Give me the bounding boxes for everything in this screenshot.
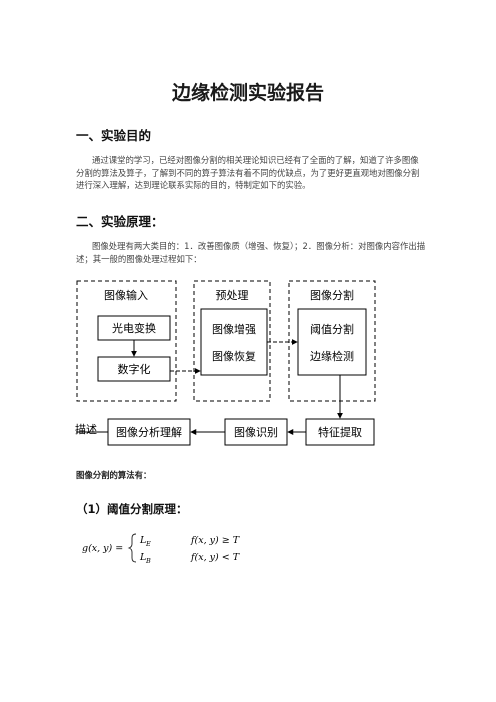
section-heading-purpose: 一、实验目的 [76,128,152,143]
box-segmentation [297,308,367,376]
formula-case2-sub: B [145,557,151,565]
box-digitize [97,356,171,382]
box-restore-label: 图像恢复 [212,349,256,363]
group-input-frame [76,280,177,402]
box-preprocess [200,308,268,376]
box-recognition-label: 图像识别 [234,426,278,439]
formula-case2-value: L [139,552,146,563]
section-heading-principle: 二、实验原理： [76,214,164,229]
purpose-paragraph: 通过课堂的学习，已经对图像分割的相关理论知识已经有了全面的了解，知道了许多图像分… [76,154,426,192]
box-threshold-label: 阈值分割 [310,322,354,336]
box-feature [305,418,375,446]
subsection-heading-threshold: （1）阈值分割原理： [76,502,188,516]
box-understanding [107,418,191,446]
box-understanding-label: 图像分析理解 [116,425,182,439]
group-preprocess-frame [193,280,271,402]
principle-paragraph-text: 图像处理有两大类目的：1．改善图像质（增强、恢复）；2．图像分析：对图像内容作出… [76,241,426,264]
formula-case1-cond: f(x, y) ≥ T [190,535,240,546]
algorithms-label: 图像分割的算法有： [76,470,152,480]
group-input-label: 图像输入 [104,288,148,302]
group-preprocess-label: 预处理 [216,289,249,302]
box-enhance-label: 图像增强 [212,322,256,336]
box-photoelectric [97,315,171,341]
purpose-paragraph-text: 通过课堂的学习，已经对图像分割的相关理论知识已经有了全面的了解，知道了许多图像分… [76,155,420,190]
formula-case1-sub: E [145,540,151,548]
formula-case1-value: L [139,535,146,546]
box-feature-label: 特征提取 [318,425,362,439]
box-photoelectric-label: 光电变换 [112,321,156,335]
page-title: 边缘检测实验报告 [171,82,324,104]
box-digitize-label: 数字化 [118,362,151,376]
formula-lhs: g(x, y) = [82,543,123,554]
formula-brace [127,533,137,563]
group-segmentation-label: 图像分割 [310,288,354,302]
box-recognition [224,418,288,446]
threshold-formula: g(x, y) = L E f(x, y) ≥ T L B f(x, y) < … [82,533,240,565]
principle-paragraph: 图像处理有两大类目的：1．改善图像质（增强、恢复）；2．图像分析：对图像内容作出… [76,240,426,265]
box-edge-label: 边缘检测 [310,349,354,363]
processing-flow-diagram: 图像输入 预处理 图像分割 光电变换 数字化 图像增强 图像恢复 阈值分割 边缘… [75,280,376,446]
group-segmentation-frame [288,280,376,402]
formula-case2-cond: f(x, y) < T [190,552,240,563]
describe-label: 描述 [75,422,97,436]
